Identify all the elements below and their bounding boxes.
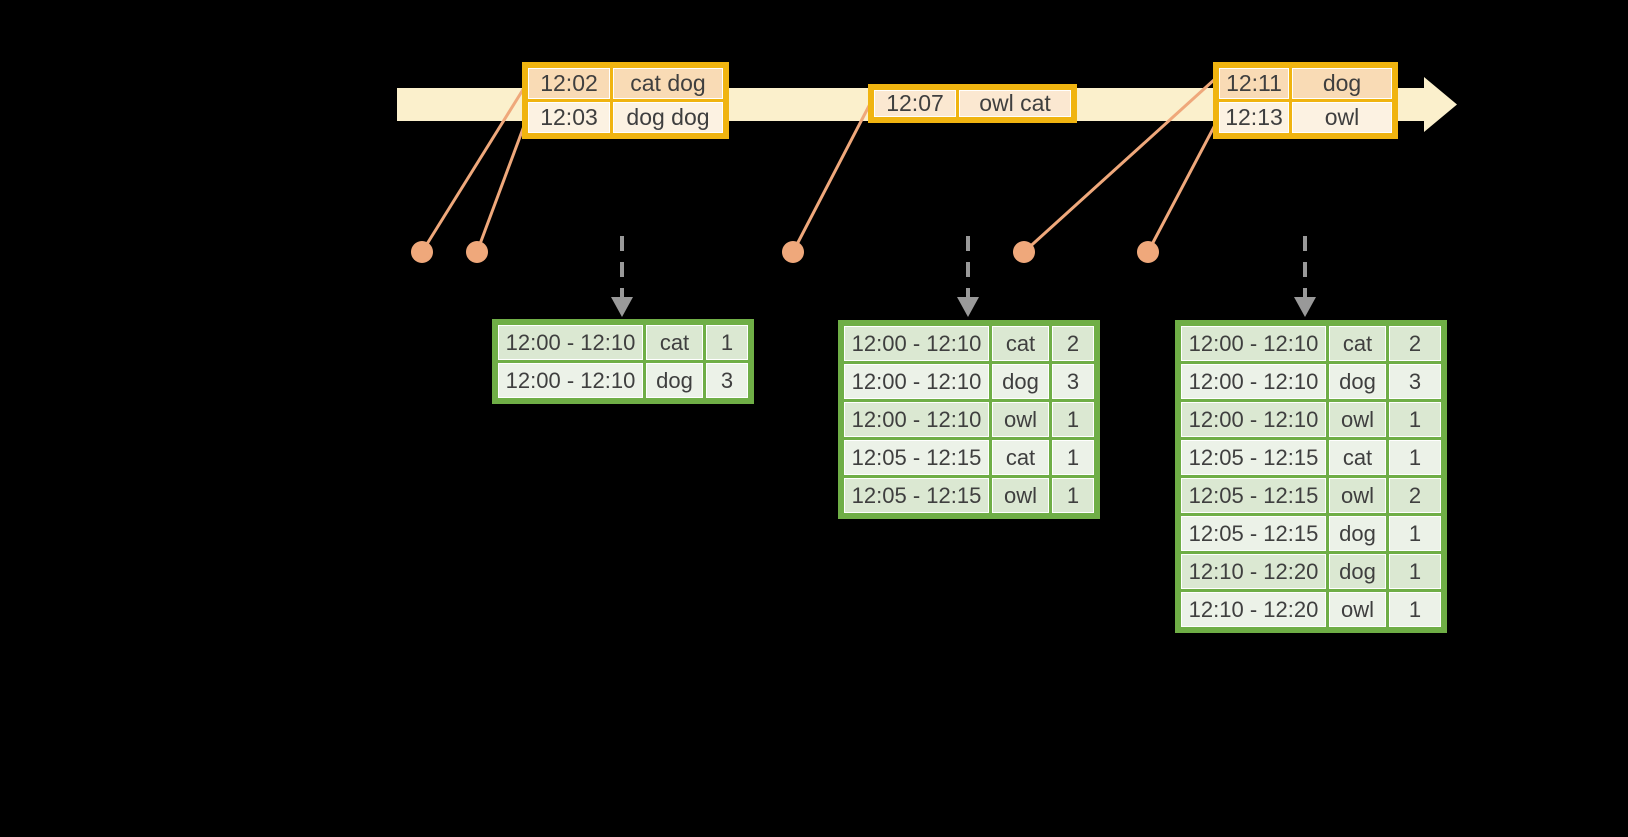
count-cell: 3 <box>1389 364 1441 399</box>
word-cell: cat <box>1329 326 1386 361</box>
event-time-cell: 12:03 <box>528 102 610 133</box>
word-cell: cat <box>992 326 1049 361</box>
word-cell: dog <box>992 364 1049 399</box>
trigger-arrowhead-icon <box>1294 297 1316 317</box>
word-cell: dog <box>1329 516 1386 551</box>
word-cell: dog <box>1329 364 1386 399</box>
count-cell: 1 <box>706 325 748 360</box>
count-cell: 1 <box>1389 554 1441 589</box>
event-words-cell: cat dog <box>613 68 723 99</box>
event-connector-line <box>791 103 872 253</box>
word-cell: dog <box>1329 554 1386 589</box>
window-cell: 12:05 - 12:15 <box>1181 440 1326 475</box>
window-cell: 12:00 - 12:10 <box>844 364 989 399</box>
word-cell: owl <box>1329 592 1386 627</box>
word-cell: cat <box>992 440 1049 475</box>
window-cell: 12:00 - 12:10 <box>1181 364 1326 399</box>
event-time-cell: 12:13 <box>1219 102 1289 133</box>
event-words-cell: owl cat <box>959 90 1071 117</box>
window-cell: 12:05 - 12:15 <box>1181 478 1326 513</box>
count-cell: 1 <box>1052 402 1094 437</box>
word-cell: owl <box>1329 402 1386 437</box>
event-words-cell: owl <box>1292 102 1392 133</box>
window-cell: 12:10 - 12:20 <box>1181 554 1326 589</box>
window-cell: 12:00 - 12:10 <box>844 402 989 437</box>
count-cell: 1 <box>1052 478 1094 513</box>
count-cell: 1 <box>1389 402 1441 437</box>
count-cell: 1 <box>1052 440 1094 475</box>
count-cell: 1 <box>1389 592 1441 627</box>
window-cell: 12:00 - 12:10 <box>498 325 643 360</box>
window-cell: 12:05 - 12:15 <box>844 478 989 513</box>
event-dot <box>466 241 488 263</box>
word-cell: owl <box>1329 478 1386 513</box>
window-cell: 12:00 - 12:10 <box>1181 326 1326 361</box>
event-time-cell: 12:02 <box>528 68 610 99</box>
word-cell: cat <box>646 325 703 360</box>
event-connector-line <box>1146 124 1217 253</box>
event-dot <box>782 241 804 263</box>
word-cell: cat <box>1329 440 1386 475</box>
event-dot <box>1137 241 1159 263</box>
event-time-cell: 12:07 <box>874 90 956 117</box>
count-cell: 3 <box>706 363 748 398</box>
trigger-arrowhead-icon <box>611 297 633 317</box>
window-cell: 12:05 - 12:15 <box>844 440 989 475</box>
event-words-cell: dog dog <box>613 102 723 133</box>
count-cell: 1 <box>1389 440 1441 475</box>
word-cell: owl <box>992 478 1049 513</box>
event-connector-line <box>475 125 526 253</box>
event-time-cell: 12:11 <box>1219 68 1289 99</box>
window-cell: 12:00 - 12:10 <box>844 326 989 361</box>
count-cell: 3 <box>1052 364 1094 399</box>
count-cell: 2 <box>1389 326 1441 361</box>
word-cell: dog <box>646 363 703 398</box>
window-cell: 12:05 - 12:15 <box>1181 516 1326 551</box>
count-cell: 2 <box>1052 326 1094 361</box>
word-cell: owl <box>992 402 1049 437</box>
window-cell: 12:10 - 12:20 <box>1181 592 1326 627</box>
window-cell: 12:00 - 12:10 <box>1181 402 1326 437</box>
window-cell: 12:00 - 12:10 <box>498 363 643 398</box>
trigger-arrowhead-icon <box>957 297 979 317</box>
event-dot <box>1013 241 1035 263</box>
event-dot <box>411 241 433 263</box>
count-cell: 2 <box>1389 478 1441 513</box>
timeline-arrowhead-icon <box>1424 77 1457 132</box>
count-cell: 1 <box>1389 516 1441 551</box>
event-words-cell: dog <box>1292 68 1392 99</box>
